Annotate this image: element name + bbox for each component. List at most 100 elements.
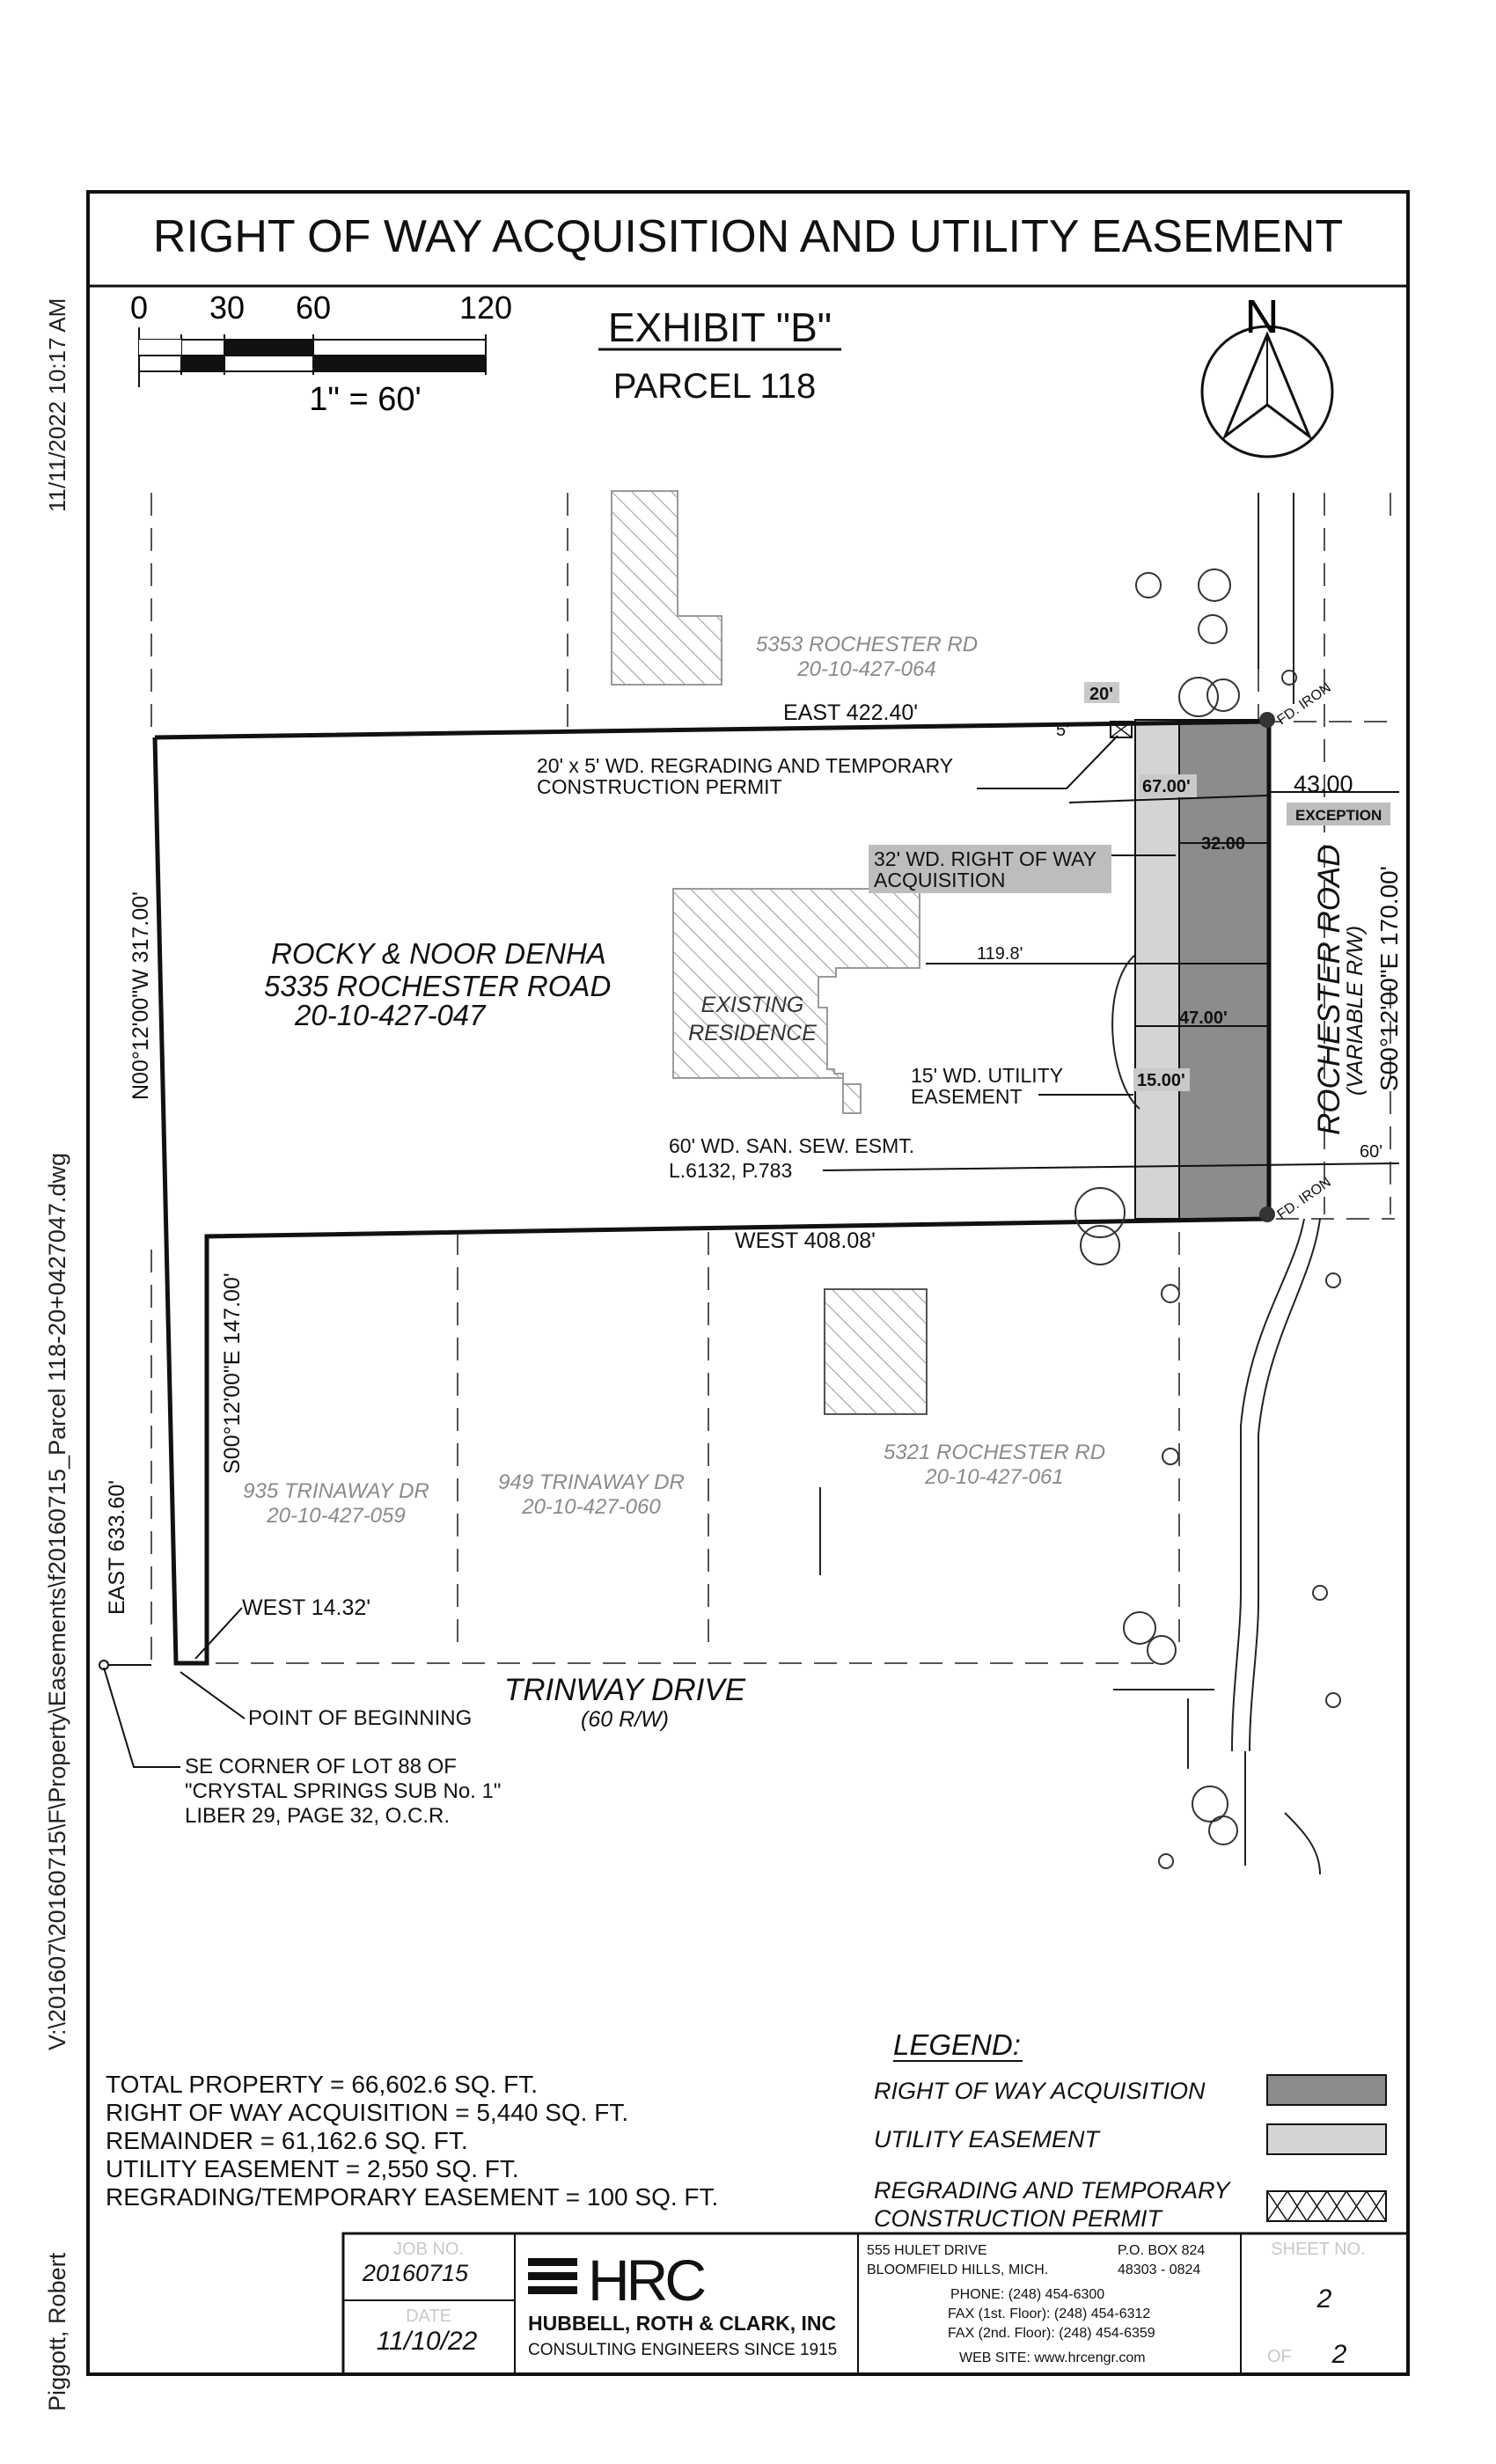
scale-tick-60: 60	[296, 290, 331, 326]
of-number: 2	[1331, 2340, 1347, 2369]
row-acq-label-2: ACQUISITION	[874, 869, 1006, 891]
regrading-label-1: 20' x 5' WD. REGRADING AND TEMPORARY	[537, 754, 953, 777]
north-icon: N	[1245, 290, 1280, 343]
fd-iron-top-marker	[1259, 712, 1275, 728]
sheet-border	[86, 190, 1410, 2376]
dim-5: 5'	[1056, 721, 1069, 740]
point-of-beginning-label: POINT OF BEGINNING	[248, 1706, 472, 1730]
job-no-value: 20160715	[362, 2260, 469, 2286]
area-regrading: REGRADING/TEMPORARY EASEMENT = 100 SQ. F…	[106, 2183, 718, 2211]
area-row: RIGHT OF WAY ACQUISITION = 5,440 SQ. FT.	[106, 2099, 628, 2126]
phone: PHONE: (248) 454-6300	[950, 2287, 1104, 2302]
parcel-949-id: 20-10-427-060	[521, 1495, 661, 1519]
zip-code: 48303 - 0824	[1118, 2262, 1200, 2277]
job-no-label: JOB NO.	[393, 2240, 464, 2259]
subject-address: 5335 ROCHESTER ROAD	[264, 970, 611, 1002]
legend-row-label: RIGHT OF WAY ACQUISITION	[874, 2078, 1206, 2104]
se-corner-line-2: "CRYSTAL SPRINGS SUB No. 1"	[185, 1779, 501, 1803]
scale-ratio: 1" = 60'	[309, 381, 421, 418]
east-bearing: EAST 422.40'	[783, 700, 918, 725]
west-bearing: WEST 408.08'	[735, 1228, 876, 1253]
company-name: HUBBELL, ROTH & CLARK, INC	[528, 2312, 836, 2335]
west-14-bearing: WEST 14.32'	[242, 1595, 370, 1620]
legend: LEGEND: RIGHT OF WAY ACQUISITION UTILITY…	[874, 2028, 1387, 2232]
scale-bar: 0 30 60 120 1" = 60'	[130, 290, 512, 418]
dim-20: 20'	[1089, 685, 1113, 704]
trinway-row-label: (60 R/W)	[581, 1707, 669, 1732]
legend-utility-label: UTILITY EASEMENT	[874, 2126, 1102, 2152]
address-line-2: BLOOMFIELD HILLS, MICH.	[867, 2262, 1048, 2277]
row-acq-label-bg	[869, 845, 1111, 893]
san-sew-label-2: L.6132, P.783	[669, 1159, 792, 1182]
area-remainder: REMAINDER = 61,162.6 SQ. FT.	[106, 2127, 468, 2154]
leader-lines	[99, 735, 1400, 1768]
parcel-north-address: 5353 ROCHESTER RD	[756, 633, 978, 656]
parcel-label: PARCEL 118	[613, 367, 817, 406]
rochester-road-label: ROCHESTER ROAD	[1312, 844, 1346, 1135]
parcel-north-id: 20-10-427-064	[796, 657, 935, 681]
fax-2: FAX (2nd. Floor): (248) 454-6359	[948, 2326, 1155, 2341]
parcel-south-address: 5321 ROCHESTER RD	[884, 1441, 1105, 1464]
south-line-bearing: S00°12'00"E 147.00'	[220, 1272, 245, 1474]
hrc-logo: HRC	[528, 2248, 708, 2313]
utility-label-1: 15' WD. UTILITY	[911, 1064, 1063, 1087]
parcel-935-id: 20-10-427-059	[266, 1504, 405, 1528]
dim-60: 60'	[1360, 1142, 1382, 1162]
sheet-label: SHEET NO.	[1271, 2240, 1365, 2259]
subject-owner: ROCKY & NOOR DENHA	[271, 937, 606, 970]
tree-icons	[1074, 568, 1341, 1869]
title-block: JOB NO. 20160715 DATE 11/10/22 HRC HUBBE…	[341, 2232, 1410, 2376]
dim-32: 32.00	[1201, 834, 1245, 854]
date-value: 11/10/22	[377, 2327, 478, 2356]
exception-label-bg	[1287, 803, 1390, 825]
dim-119: 119.8'	[977, 944, 1023, 964]
building-5321	[824, 1288, 928, 1415]
sheet-title: RIGHT OF WAY ACQUISITION AND UTILITY EAS…	[153, 211, 1343, 262]
dim-43: 43.00	[1294, 771, 1353, 797]
sheet-number: 2	[1316, 2284, 1332, 2314]
dim-67: 67.00'	[1142, 777, 1191, 796]
trinway-drive-label: TRINWAY DRIVE	[504, 1673, 746, 1707]
north-arrow: N	[1200, 290, 1334, 458]
legend-utility-swatch	[1266, 2123, 1387, 2155]
website: WEB SITE: www.hrcengr.com	[959, 2350, 1146, 2365]
area-utility: UTILITY EASEMENT = 2,550 SQ. FT.	[106, 2155, 519, 2182]
scale-tick-0: 0	[130, 290, 148, 326]
building-5353	[611, 490, 722, 686]
subject-id: 20-10-427-047	[294, 999, 487, 1031]
parcel-935-address: 935 TRINAWAY DR	[243, 1479, 429, 1503]
area-total: TOTAL PROPERTY = 66,602.6 SQ. FT.	[106, 2071, 538, 2098]
dim-47: 47.00'	[1179, 1008, 1228, 1028]
parcel-949-address: 949 TRINAWAY DR	[498, 1470, 685, 1494]
legend-regrading-label-2: CONSTRUCTION PERMIT	[874, 2205, 1164, 2232]
row-acq-label-1: 32' WD. RIGHT OF WAY	[874, 847, 1096, 870]
date-label: DATE	[406, 2306, 451, 2326]
se-corner-line-1: SE CORNER OF LOT 88 OF	[185, 1755, 457, 1778]
se-corner-line-3: LIBER 29, PAGE 32, O.C.R.	[185, 1804, 450, 1828]
existing-residence-label-2: RESIDENCE	[688, 1021, 817, 1045]
existing-residence-label-1: EXISTING	[701, 993, 804, 1017]
east-633-bearing: EAST 633.60'	[105, 1480, 129, 1615]
fd-iron-bottom-marker	[1259, 1206, 1275, 1222]
legend-regrading-swatch	[1266, 2189, 1387, 2223]
file-path-text: V:\201607\20160715\F\Property\Easements\…	[44, 1153, 70, 2050]
exhibit-label: EXHIBIT "B"	[608, 304, 832, 350]
utility-label-2: EASEMENT	[911, 1085, 1023, 1108]
driveway-lines	[819, 493, 1321, 1875]
dim-15: 15.00'	[1137, 1071, 1185, 1090]
row-acquisition-strip	[1178, 719, 1270, 1220]
of-label: OF	[1267, 2347, 1292, 2366]
legend-title: LEGEND:	[893, 2028, 1021, 2061]
existing-residence	[672, 888, 920, 1114]
san-sew-label-1: 60' WD. SAN. SEW. ESMT.	[669, 1134, 914, 1157]
legend-row-swatch	[1266, 2074, 1387, 2106]
fax-1: FAX (1st. Floor): (248) 454-6312	[948, 2306, 1150, 2321]
address-line-1: 555 HULET DRIVE	[867, 2243, 987, 2258]
parcel-south-id: 20-10-427-061	[924, 1465, 1063, 1489]
scale-tick-120: 120	[459, 290, 512, 326]
company-tagline: CONSULTING ENGINEERS SINCE 1915	[528, 2341, 837, 2359]
west-line-bearing: N00°12'00"W 317.00'	[128, 891, 153, 1100]
rochester-row-label: (VARIABLE R/W)	[1343, 926, 1368, 1096]
author-text: Piggott, Robert	[44, 2252, 70, 2411]
